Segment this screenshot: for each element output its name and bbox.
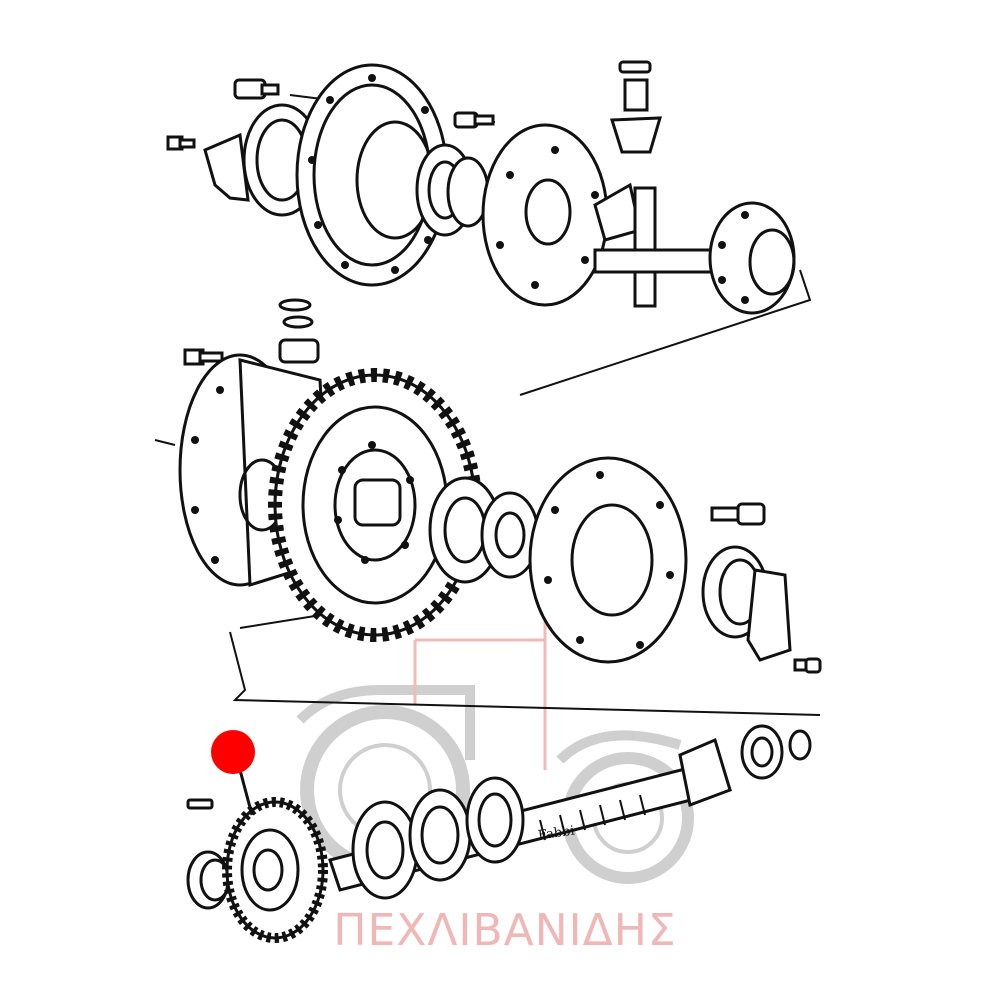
differential-case-top — [481, 123, 609, 307]
bearing-middle — [428, 476, 540, 584]
housing-right — [528, 456, 688, 664]
pin — [186, 798, 214, 810]
bearing-bottom-3 — [465, 776, 525, 864]
flange-housing-top — [295, 63, 449, 287]
retainer-plate-middle — [746, 568, 792, 662]
bolt-middle-right — [710, 502, 766, 526]
watermark-text: ΠΕΧΛΙΒΑΝΙΔΗΣ — [333, 905, 677, 956]
bearing-bottom-1 — [351, 800, 419, 900]
crown-wheel-gear — [268, 368, 482, 642]
callout-marker — [211, 730, 255, 816]
spider-gear-assembly — [593, 60, 722, 308]
bolt-top-middle — [453, 111, 495, 129]
bearing-bottom-2 — [408, 788, 472, 882]
bolt-middle-small — [793, 657, 822, 674]
highlighted-spur-gear — [222, 797, 328, 943]
bolt-left — [166, 135, 196, 151]
bolt-middle-left — [183, 348, 224, 366]
bolt-top-left — [233, 78, 280, 100]
breather-cap — [278, 298, 320, 364]
middle-assembly — [154, 298, 822, 716]
top-assembly — [166, 60, 812, 396]
side-gear-top — [708, 201, 796, 315]
bearing-top — [415, 143, 490, 237]
bearing-bottom-end — [740, 724, 812, 780]
bottom-assembly — [186, 724, 812, 943]
retainer-plate-top — [203, 132, 250, 202]
pinion-bevel-gear — [678, 737, 732, 808]
